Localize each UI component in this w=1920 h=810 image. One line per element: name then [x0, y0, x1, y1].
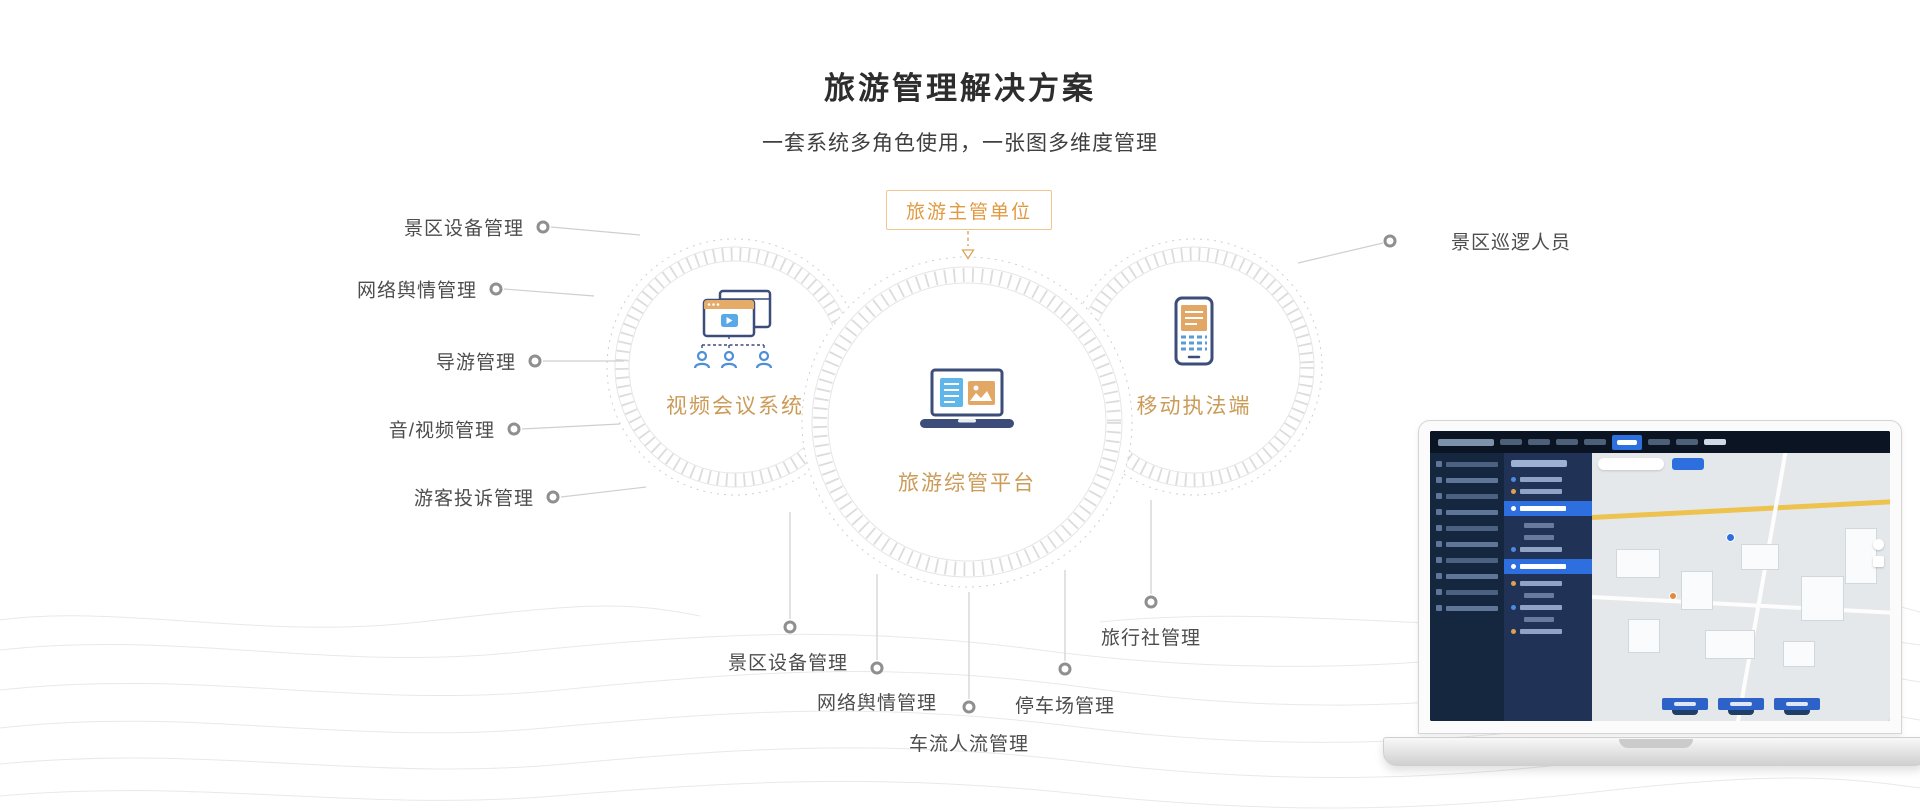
bottom-label-parking-mgmt: 停车场管理 [1014, 696, 1116, 717]
node-label-platform: 旅游综管平台 [898, 472, 1036, 495]
authority-label: 旅游主管单位 [905, 201, 1032, 223]
laptop-dashboard-icon [920, 368, 1014, 428]
video-conference-icon [693, 289, 773, 369]
dashboard-3d-map [1592, 453, 1890, 721]
map-search-pill [1598, 458, 1664, 470]
laptop-notch [1618, 739, 1693, 748]
right-label-patrol-staff: 景区巡逻人员 [1451, 232, 1572, 254]
dashboard-tree-panel [1504, 453, 1592, 721]
node-label-mobile: 移动执法端 [1136, 395, 1252, 418]
left-label-guide-mgmt: 导游管理 [435, 352, 516, 374]
left-label-device-mgmt: 景区设备管理 [403, 218, 524, 240]
dashboard-topbar [1430, 431, 1890, 453]
connector-lines [503, 226, 1384, 699]
laptop-mockup [1383, 420, 1920, 766]
mobile-phone-icon [1174, 296, 1214, 366]
map-bottom-buttons [1662, 698, 1820, 715]
mobile-node-icon-wrap [1163, 296, 1225, 375]
dashboard-screenshot [1430, 431, 1890, 721]
platform-node-icon-wrap [910, 368, 1024, 437]
authority-box: 旅游主管单位 [886, 190, 1052, 230]
page-title: 旅游管理解决方案 [824, 70, 1096, 106]
bottom-label-traffic-mgmt: 车流人流管理 [908, 734, 1030, 755]
dashboard-logo [1438, 438, 1494, 446]
map-action-pill [1672, 458, 1704, 470]
left-label-av-mgmt: 音/视频管理 [388, 420, 495, 442]
bottom-label-opinion-mgmt: 网络舆情管理 [816, 693, 938, 714]
laptop-screen [1418, 420, 1902, 734]
map-marker-orange [1669, 592, 1678, 601]
dashboard-sidebar [1430, 453, 1504, 721]
left-label-complaint-mgmt: 游客投诉管理 [413, 488, 534, 510]
dashed-down-arrow-icon [961, 231, 975, 260]
map-tools [1873, 538, 1884, 567]
dashboard-active-tab [1612, 434, 1642, 450]
laptop-base [1383, 737, 1920, 766]
connector-dots [489, 220, 1397, 714]
bottom-label-agency-mgmt: 旅行社管理 [1100, 628, 1202, 649]
node-label-video: 视频会议系统 [666, 395, 804, 418]
left-label-opinion-mgmt: 网络舆情管理 [356, 280, 477, 302]
video-node-icon-wrap [690, 288, 782, 379]
bottom-label-device-mgmt: 景区设备管理 [727, 653, 849, 674]
map-yellow-road [1592, 497, 1890, 521]
map-marker-blue [1726, 533, 1736, 543]
page-subtitle: 一套系统多角色使用，一张图多维度管理 [762, 132, 1158, 155]
